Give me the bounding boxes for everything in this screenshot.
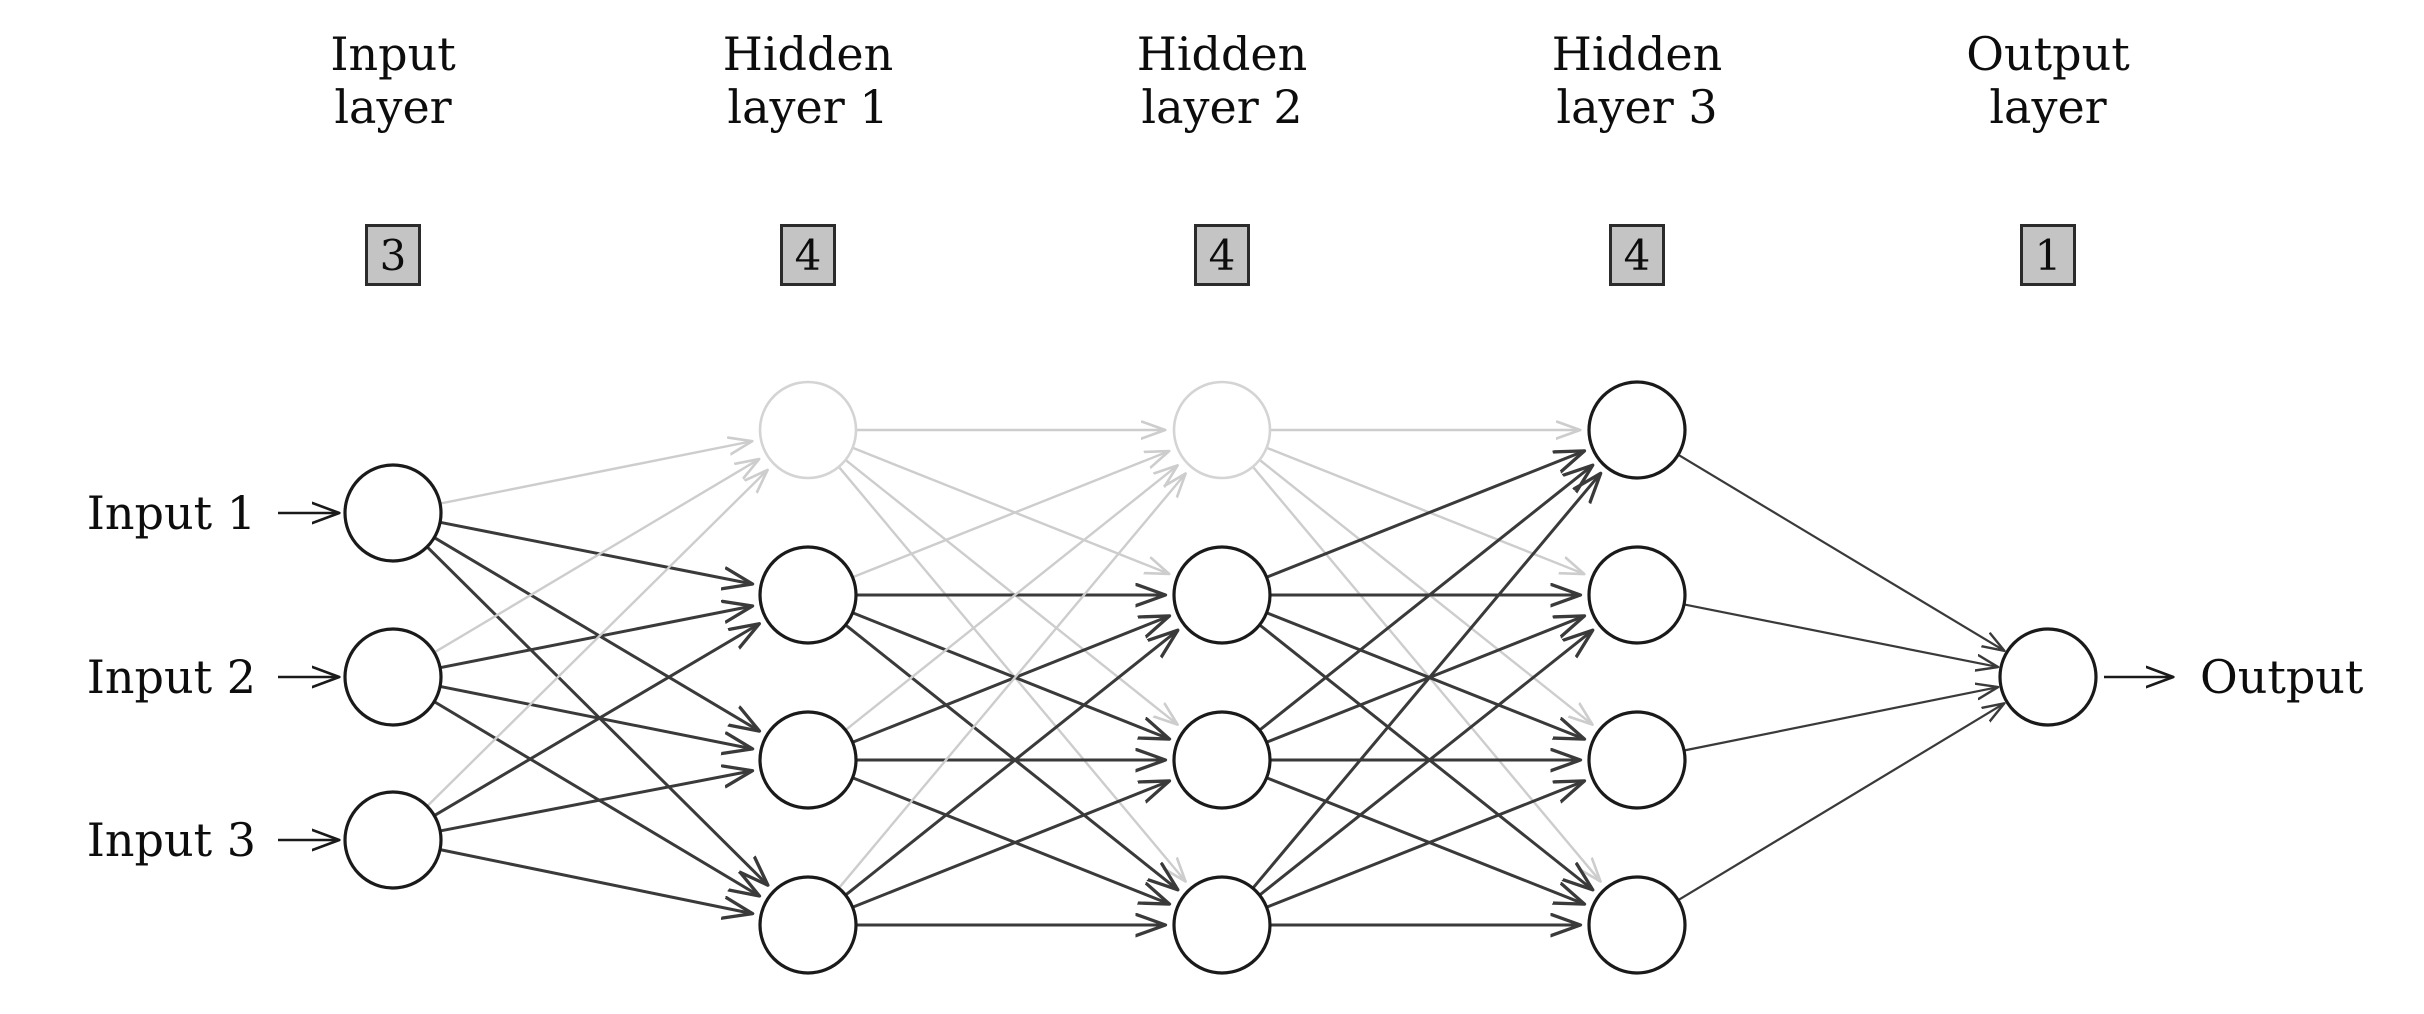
edge-faded [439,441,751,505]
edge [439,848,751,914]
layer-header-line1: Hidden [1551,27,1723,81]
neuron-hidden2-3[interactable] [1172,710,1272,810]
edge [439,771,751,833]
edge-faded [1266,446,1583,574]
edge [1677,453,2003,650]
neuron-hidden3-4[interactable] [1587,875,1687,975]
edge [439,684,751,748]
edge [1266,611,1583,739]
edge [852,616,1169,744]
layer-header-line2: layer 1 [727,79,889,134]
layer-header-line1: Hidden [1136,27,1308,81]
neuron-input-3[interactable] [343,790,443,890]
edge [1266,781,1583,909]
edge [1258,466,1592,732]
edge [439,520,751,583]
edge [852,781,1169,909]
edge [852,611,1169,739]
layer-count-badge-hidden3: 4 [1609,224,1665,286]
layer-header-line1: Output [1966,27,2130,81]
layer-header-line1: Hidden [722,27,894,81]
neuron-hidden1-4[interactable] [758,875,858,975]
edge-faded [852,451,1169,579]
layer-header-line2: layer 2 [1141,79,1303,134]
edge-faded [837,474,1185,889]
edge [433,700,758,896]
neuron-hidden1-2[interactable] [758,545,858,645]
edge [844,623,1177,889]
nodes-group [343,380,2098,975]
edge [852,776,1169,904]
edge [1683,687,1997,752]
neuron-hidden3-2[interactable] [1587,545,1687,645]
edge [1266,616,1583,744]
neuron-hidden2-4[interactable] [1172,875,1272,975]
output-label: Output [2200,650,2364,704]
edge [1258,631,1592,897]
layer-header-line2: layer [334,79,452,134]
neuron-hidden1-3[interactable] [758,710,858,810]
neuron-hidden2-2[interactable] [1172,545,1272,645]
edge [1266,776,1583,904]
neuron-hidden2-1-faded[interactable] [1172,380,1272,480]
layer-count-badge-hidden2: 4 [1194,224,1250,286]
layer-header-line1: Input [330,27,456,81]
edge [433,624,758,817]
layer-header-line2: layer [1989,79,2107,134]
edge-faded [837,466,1185,881]
edge-faded [426,471,767,808]
edge-faded [844,458,1177,724]
layer-count-badge-input: 3 [365,224,421,286]
edge [433,536,758,731]
edge-faded [844,466,1177,732]
edge-faded [852,446,1169,574]
layer-count-badge-output: 1 [2020,224,2076,286]
neuron-hidden3-3[interactable] [1587,710,1687,810]
edge [1258,623,1592,889]
edge [844,631,1177,897]
edge [1251,474,1600,890]
edge-faded [1251,466,1600,881]
neuron-input-2[interactable] [343,627,443,727]
io-arrows-group [278,513,2172,840]
edge [439,606,751,670]
edge-faded [433,460,758,654]
edge [426,545,767,884]
neuron-hidden1-1-faded[interactable] [758,380,858,480]
neuron-hidden3-1[interactable] [1587,380,1687,480]
edge [1683,603,1997,666]
edge [1266,451,1583,579]
input-label-1: Input 1 [86,486,256,540]
layer-header-line2: layer 3 [1556,79,1718,134]
edges-group [426,430,2003,925]
neuron-output-1[interactable] [1998,627,2098,727]
edge-faded [1258,458,1592,724]
input-label-2: Input 2 [86,650,256,704]
layer-count-badge-hidden1: 4 [780,224,836,286]
neuron-input-1[interactable] [343,463,443,563]
input-label-3: Input 3 [86,813,256,867]
edge [1677,704,2003,902]
